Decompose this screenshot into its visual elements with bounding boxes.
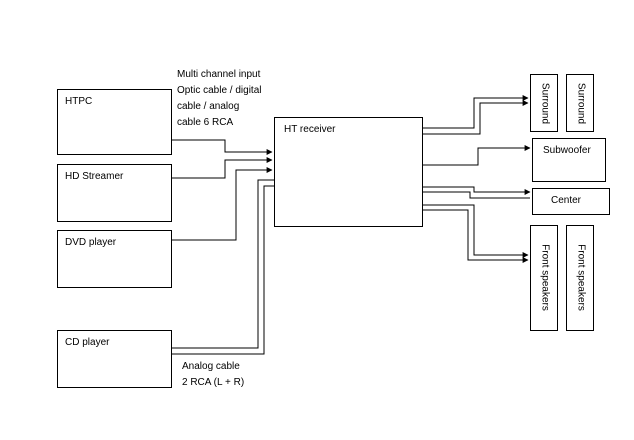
- subwoofer-box: Subwoofer: [532, 138, 606, 182]
- digital-input-line-1: Multi channel input: [177, 69, 261, 80]
- surround-left-box: Surround: [530, 74, 558, 132]
- front-left-label: Front speakers: [539, 244, 551, 311]
- cd-player-label: CD player: [65, 337, 110, 348]
- front-right-box: Front speakers: [566, 225, 594, 331]
- wire-center-2: [423, 191, 530, 199]
- wire-htpc: [172, 139, 273, 155]
- hd-streamer-box: HD Streamer: [57, 164, 172, 222]
- surround-right-label: Surround: [575, 82, 587, 125]
- front-right-label: Front speakers: [575, 244, 587, 311]
- surround-right-box: Surround: [566, 74, 594, 132]
- ht-receiver-box: HT receiver: [274, 117, 423, 227]
- wire-front-2: [423, 209, 529, 263]
- wire-cd-player-left: [172, 177, 281, 349]
- center-label: Center: [551, 195, 582, 206]
- analog-input-line-2: 2 RCA (L + R): [182, 377, 245, 388]
- digital-input-line-2: Optic cable / digital: [177, 85, 262, 96]
- dvd-player-label: DVD player: [65, 237, 117, 248]
- dvd-player-box: DVD player: [57, 230, 172, 288]
- wire-subwoofer: [423, 145, 531, 166]
- subwoofer-label: Subwoofer: [543, 145, 591, 156]
- digital-input-line-4: cable 6 RCA: [177, 117, 234, 128]
- wire-front-1: [423, 204, 529, 258]
- front-left-box: Front speakers: [530, 225, 558, 331]
- cd-player-box: CD player: [57, 330, 172, 388]
- digital-input-line-3: cable / analog: [177, 101, 240, 112]
- digital-input-note: Multi channel input Optic cable / digita…: [177, 67, 262, 131]
- ht-receiver-label: HT receiver: [284, 124, 336, 135]
- wire-surround-2: [423, 100, 529, 135]
- htpc-label: HTPC: [65, 96, 93, 107]
- analog-input-line-1: Analog cable: [182, 361, 240, 372]
- wire-surround-1: [423, 95, 529, 129]
- center-box: Center: [532, 188, 610, 215]
- wire-center-1: [423, 186, 531, 195]
- wire-dvd-player: [172, 167, 273, 241]
- wire-hd-streamer: [172, 157, 273, 179]
- analog-input-note: Analog cable 2 RCA (L + R): [182, 359, 244, 391]
- surround-left-label: Surround: [539, 82, 551, 125]
- wire-cd-player-right: [172, 183, 281, 355]
- hd-streamer-label: HD Streamer: [65, 171, 124, 182]
- htpc-box: HTPC: [57, 89, 172, 155]
